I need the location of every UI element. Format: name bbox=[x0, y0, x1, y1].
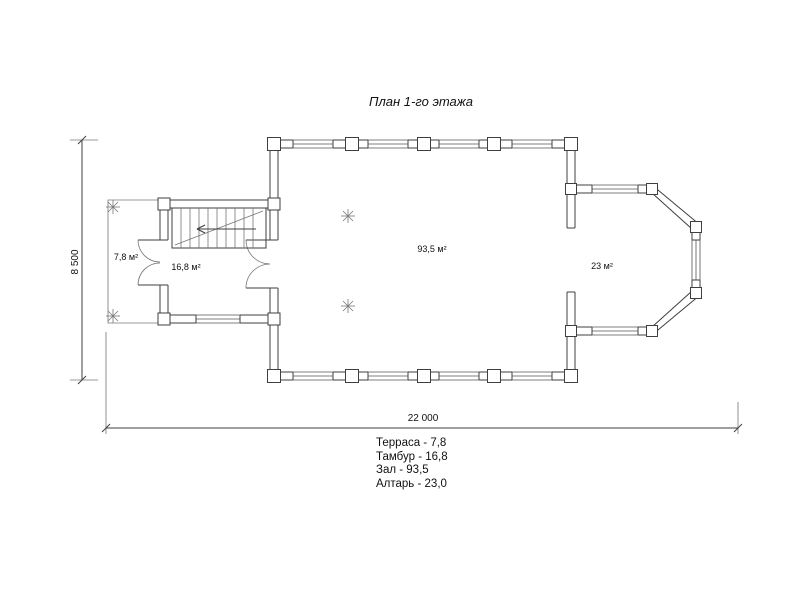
window bbox=[438, 371, 480, 381]
window bbox=[511, 371, 553, 381]
window bbox=[591, 184, 639, 194]
dimension-bottom: 22 000 bbox=[101, 332, 743, 434]
room-label-terrace: 7,8 м² bbox=[114, 252, 138, 262]
room-label-altar: 23 м² bbox=[591, 261, 613, 271]
dimension-left: 8 500 bbox=[70, 135, 98, 385]
room-label-vestibule: 16,8 м² bbox=[171, 262, 200, 272]
window bbox=[511, 139, 553, 149]
room-label-hall: 93,5 м² bbox=[417, 244, 446, 254]
dim-tick-icon bbox=[77, 375, 87, 385]
door-terrace-entrance bbox=[137, 239, 161, 286]
terrace-outline bbox=[107, 199, 160, 324]
column-marker-icon bbox=[341, 299, 355, 313]
window bbox=[591, 326, 639, 336]
staircase bbox=[171, 207, 267, 249]
window bbox=[292, 371, 334, 381]
dim-tick-icon bbox=[733, 423, 743, 433]
dim-tick-icon bbox=[77, 135, 87, 145]
window bbox=[292, 139, 334, 149]
legend-line: Терраса - 7,8 bbox=[376, 437, 446, 449]
window bbox=[691, 239, 701, 281]
window bbox=[367, 139, 409, 149]
legend-line: Зал - 93,5 bbox=[376, 464, 429, 476]
legend-line: Тамбур - 16,8 bbox=[376, 451, 448, 463]
legend: Терраса - 7,8 Тамбур - 16,8 Зал - 93,5 А… bbox=[376, 437, 448, 490]
dim-tick-icon bbox=[101, 423, 111, 433]
legend-line: Алтарь - 23,0 bbox=[376, 478, 447, 490]
door-openings bbox=[158, 227, 577, 293]
log-joints bbox=[157, 137, 702, 383]
dimension-length-label: 22 000 bbox=[408, 413, 439, 424]
walls bbox=[159, 139, 701, 381]
post-marker-icon bbox=[106, 309, 120, 323]
vestibule-top-wall bbox=[159, 199, 271, 209]
post-marker-icon bbox=[106, 200, 120, 214]
stairs-direction-arrow-icon bbox=[196, 224, 256, 234]
dimension-height-label: 8 500 bbox=[70, 249, 81, 274]
page-title: План 1-го этажа bbox=[369, 94, 473, 109]
window bbox=[367, 371, 409, 381]
column-marker-icon bbox=[341, 209, 355, 223]
stairs-break-line bbox=[174, 210, 264, 246]
window bbox=[438, 139, 480, 149]
window bbox=[195, 314, 241, 324]
windows bbox=[195, 139, 701, 381]
